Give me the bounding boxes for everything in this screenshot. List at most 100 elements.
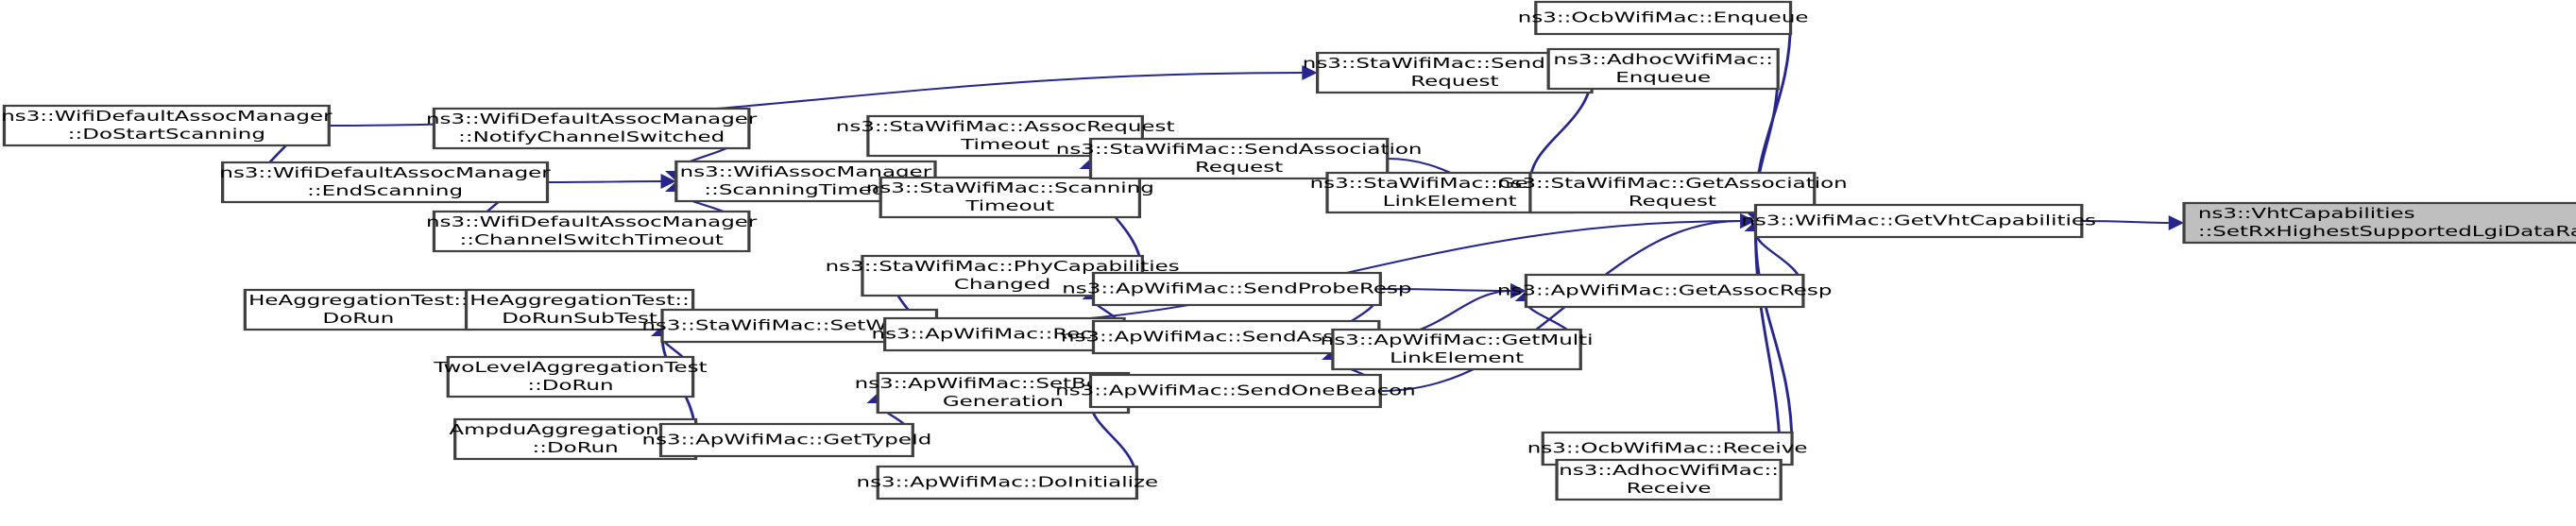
graph-node-ns3-adhocwifimac-enqueue[interactable]: ns3::AdhocWifiMac::Enqueue <box>1546 47 1780 91</box>
graph-node-heaggregationtest-dorunsubtest[interactable]: HeAggregationTest::DoRunSubTest <box>464 288 695 331</box>
node-label-line: ns3::OcbWifiMac::Receive <box>1527 439 1808 456</box>
node-rect <box>866 114 1144 158</box>
node-rect <box>221 161 550 204</box>
node-rect <box>876 465 1139 501</box>
graph-edge <box>1380 288 1511 292</box>
graph-node-ns3-wifidefaultassocmanager-channelswitchtimeout[interactable]: ns3::WifiDefaultAssocManager::ChannelSwi… <box>426 210 758 253</box>
graph-edge-arrowhead <box>1740 213 1756 229</box>
node-label-line: ns3::ApWifiMac::SendAssocResp <box>1061 328 1411 345</box>
node-label-line: Receive <box>1627 480 1712 497</box>
node-label-line: Request <box>1629 193 1717 210</box>
node-label-line: AmpduAggregationTest <box>449 421 702 438</box>
graph-node-ns3-wifidefaultassocmanager-dostartscanning[interactable]: ns3::WifiDefaultAssocManager::DoStartSca… <box>1 104 333 147</box>
node-label-line: ns3::WifiDefaultAssocManager <box>426 110 758 127</box>
graph-node-heaggregationtest-dorun[interactable]: HeAggregationTest::DoRun <box>243 288 474 331</box>
node-rect <box>876 371 1131 415</box>
node-label-line: LinkElement <box>1390 349 1524 366</box>
node-rect <box>1315 51 1594 94</box>
graph-node-ns3-apwifimac-sendonebeacon[interactable]: ns3::ApWifiMac::SendOneBeacon <box>1055 373 1416 409</box>
node-label-line: ns3::StaWifiMac::SendProbe <box>1303 55 1607 72</box>
graph-node-ns3-apwifimac-receive[interactable]: ns3::ApWifiMac::Receive <box>872 316 1138 352</box>
node-label-line: ns3::StaWifiMac::Scanning <box>866 179 1154 196</box>
graph-node-ns3-ocbwifimac-enqueue[interactable]: ns3::OcbWifiMac::Enqueue <box>1518 0 1809 36</box>
graph-node-twolevelaggregationtest-dorun[interactable]: TwoLevelAggregationTest::DoRun <box>433 355 708 399</box>
node-label-line: ns3::ApWifiMac::SendOneBeacon <box>1055 382 1415 399</box>
node-rect <box>1546 47 1780 91</box>
graph-edge-arrowhead <box>1510 283 1527 298</box>
graph-edge <box>547 180 661 183</box>
node-label-line: Changed <box>954 276 1050 293</box>
node-label-line: Request <box>1195 159 1284 176</box>
node-label-line: Enqueue <box>1615 69 1711 86</box>
node-label-line: ns3::AdhocWifiMac:: <box>1553 51 1773 68</box>
node-label-line: ns3::ApWifiMac::GetAssocResp <box>1497 281 1833 298</box>
node-label-line: ns3::ApWifiMac::GetMulti <box>1321 331 1594 348</box>
node-label-line: TwoLevelAggregationTest <box>433 359 708 376</box>
node-rect <box>432 210 751 253</box>
node-rect <box>1331 328 1582 371</box>
graph-node-ns3-apwifimac-sendproberesp[interactable]: ns3::ApWifiMac::SendProbeResp <box>1062 271 1412 307</box>
node-rect <box>1524 273 1805 309</box>
node-rect <box>1091 271 1382 307</box>
node-label-line: ns3::ApWifiMac::DoInitialize <box>857 473 1159 490</box>
node-label-line: ::EndScanning <box>307 182 463 199</box>
node-label-line: ::SetRxHighestSupportedLgiDataRate <box>2198 223 2576 240</box>
node-label-line: ::DoRun <box>527 377 613 394</box>
node-label-line: ns3::ApWifiMac::Receive <box>872 325 1138 342</box>
graph-node-ns3-apwifimac-getassocresp[interactable]: ns3::ApWifiMac::GetAssocResp <box>1497 273 1833 309</box>
node-label-line: DoRun <box>323 310 395 327</box>
graph-node-ns3-apwifimac-doinitialize[interactable]: ns3::ApWifiMac::DoInitialize <box>857 465 1159 501</box>
node-rect <box>1753 203 2084 239</box>
node-label-line: ::DoRun <box>533 439 619 456</box>
node-label-line: Timeout <box>960 136 1049 153</box>
node-label-line: ns3::WifiDefaultAssocManager <box>219 164 551 181</box>
node-rect <box>1534 0 1793 36</box>
node-label-line: ns3::ApWifiMac::SendProbeResp <box>1062 280 1411 297</box>
node-label-line: DoRunSubTest <box>502 310 657 327</box>
node-rect <box>2182 201 2576 245</box>
graph-node-ns3-vhtcapabilities-setrxhighestsupportedlgidatarate[interactable]: ns3::VhtCapabilities::SetRxHighestSuppor… <box>2182 201 2576 245</box>
graph-node-ns3-wifimac-getvhtcapabilities[interactable]: ns3::WifiMac::GetVhtCapabilities <box>1741 203 2096 239</box>
node-label-line: Request <box>1410 73 1499 90</box>
node-label-line: ns3::OcbWifiMac::Enqueue <box>1518 8 1809 25</box>
node-label-line: ns3::WifiDefaultAssocManager <box>1 108 333 125</box>
node-label-line: ::NotifyChannelSwitched <box>458 128 725 145</box>
graph-node-ampduaggregationtest-dorun[interactable]: AmpduAggregationTest::DoRun <box>449 417 702 461</box>
node-rect <box>432 107 751 150</box>
node-label-line: ns3::VhtCapabilities <box>2198 205 2415 222</box>
graph-node-ns3-stawifimac-scanning-timeout[interactable]: ns3::StaWifiMac::ScanningTimeout <box>866 176 1154 219</box>
graph-node-ns3-apwifimac-gettypeid[interactable]: ns3::ApWifiMac::GetTypeId <box>642 422 932 458</box>
graph-edge-arrowhead <box>1302 65 1318 80</box>
graph-node-ns3-wifidefaultassocmanager-endscanning[interactable]: ns3::WifiDefaultAssocManager::EndScannin… <box>219 161 552 204</box>
node-label-line: ::DoStartScanning <box>68 126 265 143</box>
node-label-line: ::ScanningTimeout <box>704 181 907 198</box>
node-rect <box>879 176 1142 219</box>
node-label-line: ns3::ApWifiMac::SetBeacon <box>855 375 1152 392</box>
graph-node-ns3-wifidefaultassocmanager-notifychannelswitched[interactable]: ns3::WifiDefaultAssocManager::NotifyChan… <box>426 107 758 150</box>
node-rect <box>658 422 914 458</box>
node-layer: ns3::WifiDefaultAssocManager::DoStartSca… <box>1 0 2576 501</box>
graph-edge-arrowhead <box>660 174 676 189</box>
node-rect <box>243 288 474 331</box>
node-label-line: ns3::StaWifiMac::GetAssociation <box>1497 175 1848 192</box>
node-label-line: ns3::WifiMac::GetVhtCapabilities <box>1741 212 2096 229</box>
node-rect <box>883 316 1126 352</box>
graph-node-ns3-adhocwifimac-receive[interactable]: ns3::AdhocWifiMac::Receive <box>1555 458 1783 501</box>
node-rect <box>453 417 698 461</box>
node-label-line: ns3::StaWifiMac::PhyCapabilities <box>826 258 1180 275</box>
node-rect <box>446 355 695 399</box>
node-label-line: ns3::StaWifiMac::SetWifiPhys <box>641 316 957 333</box>
node-label-line: ::ChannelSwitchTimeout <box>460 231 725 248</box>
node-label-line: Generation <box>943 393 1064 410</box>
node-label-line: HeAggregationTest:: <box>469 292 690 309</box>
node-rect <box>1555 458 1783 501</box>
node-rect <box>1088 373 1382 409</box>
node-label-line: ns3::StaWifiMac::SendAssociation <box>1056 141 1423 158</box>
node-label-line: LinkElement <box>1383 193 1517 210</box>
